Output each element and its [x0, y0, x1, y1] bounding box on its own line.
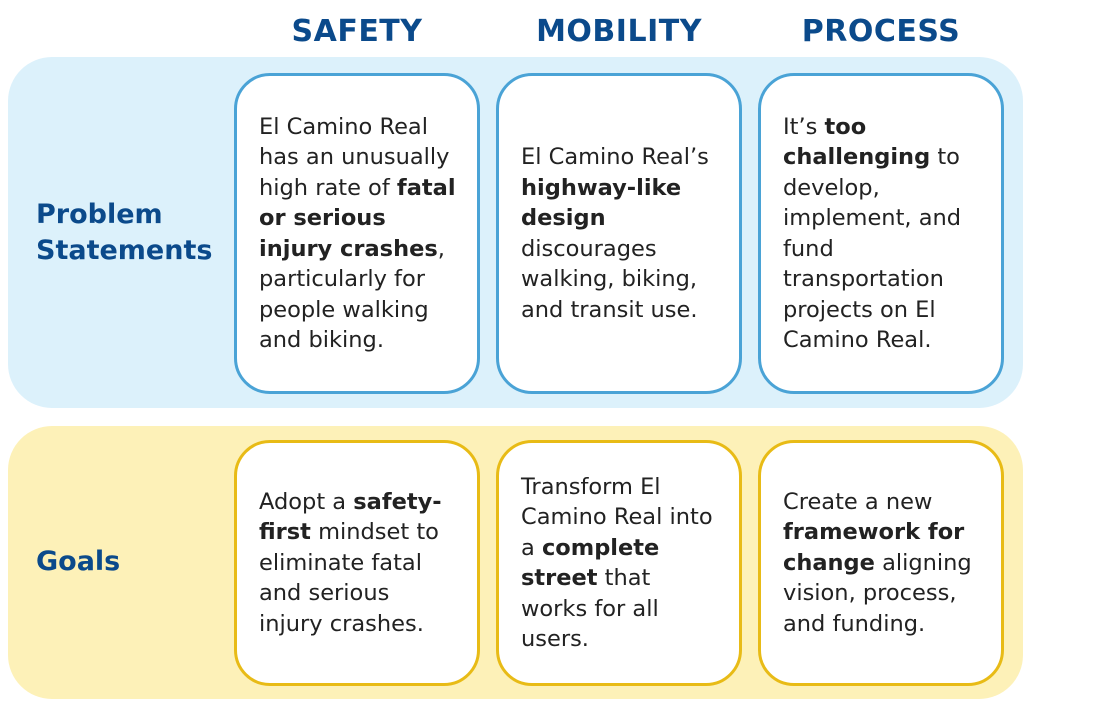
goal-card-process-text: Create a new framework for change aligni…	[783, 487, 983, 640]
bold-segment: highway-like design	[521, 174, 682, 232]
text-segment: It’s	[783, 113, 825, 140]
goal-card-mobility-text: Transform El Camino Real into a complete…	[521, 472, 721, 655]
text-segment: to develop, implement, and fund transpor…	[783, 144, 962, 353]
column-heading-safety: SAFETY	[291, 14, 423, 49]
goal-card-process: Create a new framework for change aligni…	[758, 440, 1004, 686]
goals-label: Goals	[36, 546, 121, 577]
bold-segment: safety-first	[259, 488, 442, 546]
bold-segment: framework for change	[783, 519, 965, 576]
text-segment: aligning vision, process, and funding.	[783, 549, 972, 637]
problem-label-line2: Statements	[36, 235, 213, 266]
problem-statements-label: Problem Statements	[36, 197, 212, 269]
text-segment: mindset to eliminate fatal and serious i…	[259, 519, 439, 637]
problem-card-process: It’s too challenging to develop, impleme…	[758, 73, 1004, 394]
text-segment: Adopt a	[259, 488, 354, 515]
goal-card-mobility: Transform El Camino Real into a complete…	[496, 440, 742, 686]
goal-card-safety-text: Adopt a safety-first mindset to eliminat…	[259, 487, 459, 640]
text-segment: that works for all users.	[521, 565, 659, 652]
column-heading-mobility: MOBILITY	[536, 14, 702, 49]
text-segment: El Camino Real’s	[521, 144, 709, 170]
problem-card-process-text: It’s too challenging to develop, impleme…	[783, 112, 983, 356]
problem-card-safety: El Camino Real has an unusually high rat…	[234, 73, 480, 394]
text-segment: Create a new	[783, 488, 933, 515]
goal-card-safety: Adopt a safety-first mindset to eliminat…	[234, 440, 480, 686]
text-segment: , particularly for people walking and bi…	[259, 235, 445, 354]
bold-segment: fatal or serious injury crashes	[259, 174, 456, 262]
text-segment: El Camino Real has an unusually high rat…	[259, 113, 450, 201]
column-heading-process: PROCESS	[801, 14, 961, 49]
problem-card-mobility: El Camino Real’s highway-like design dis…	[496, 73, 742, 394]
text-segment: discourages walking, biking, and transit…	[521, 235, 698, 323]
problem-label-line1: Problem	[36, 199, 163, 230]
bold-segment: complete street	[521, 534, 660, 592]
text-segment: Transform El Camino Real into a	[521, 473, 713, 561]
problem-card-safety-text: El Camino Real has an unusually high rat…	[259, 112, 459, 356]
problem-card-mobility-text: El Camino Real’s highway-like design dis…	[521, 142, 721, 325]
bold-segment: too challenging	[783, 113, 931, 171]
